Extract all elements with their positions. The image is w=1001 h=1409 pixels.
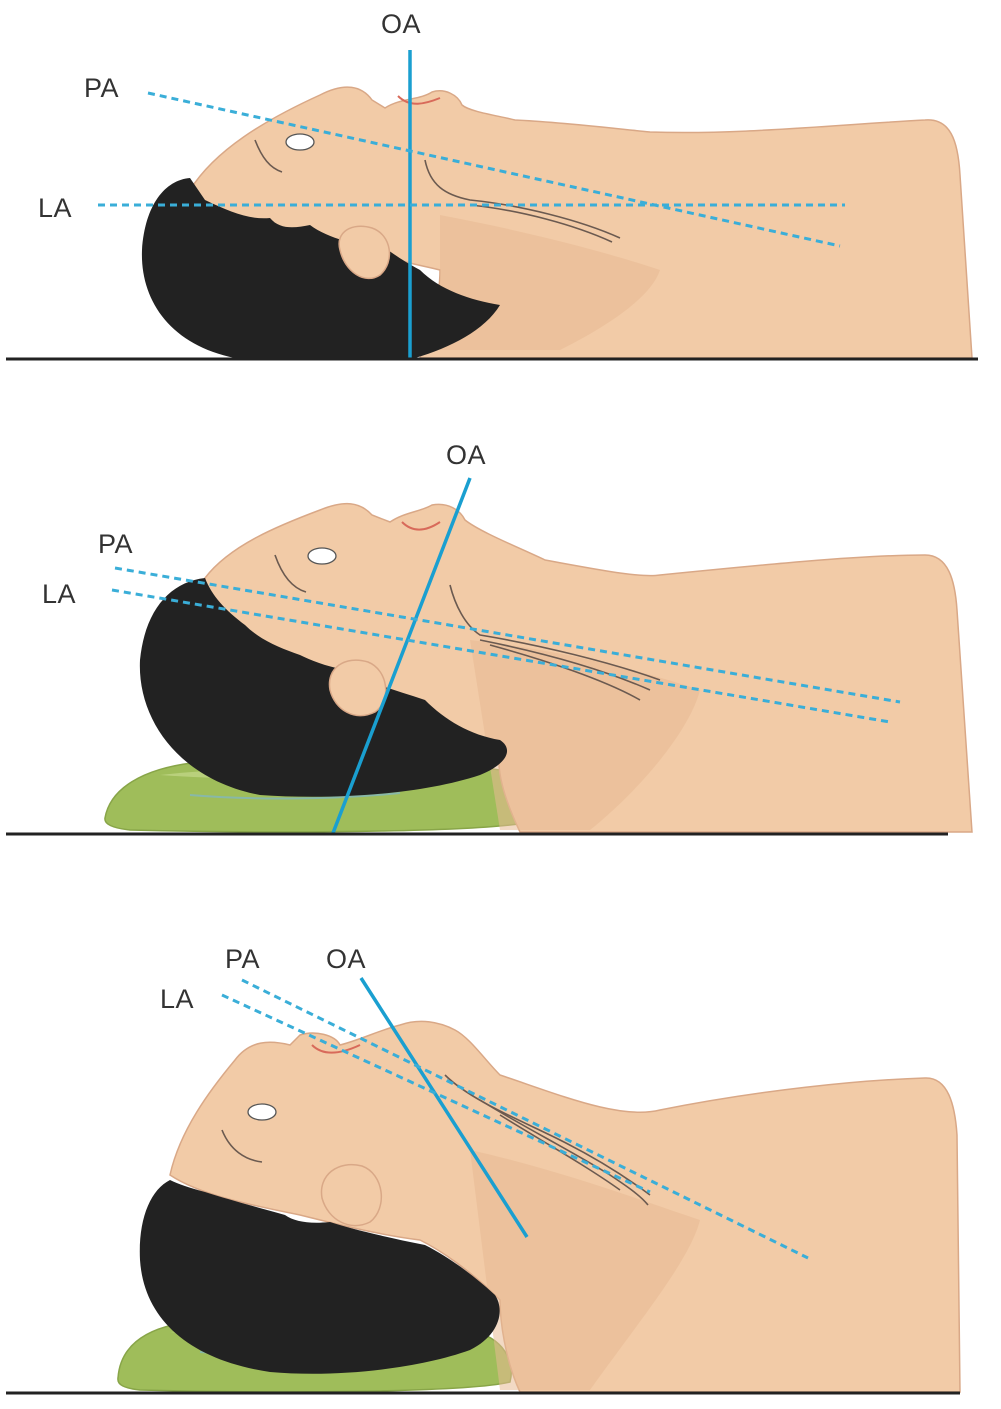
panel-pillow: OA PA LA xyxy=(6,440,972,834)
pa-label: PA xyxy=(98,529,133,559)
oa-label: OA xyxy=(381,9,421,39)
panel-sniffing: PA OA LA xyxy=(6,944,960,1393)
la-label: LA xyxy=(38,193,72,223)
oa-label: OA xyxy=(446,440,486,470)
panel-neutral: OA PA LA xyxy=(6,9,978,359)
la-label: LA xyxy=(160,984,194,1014)
la-label: LA xyxy=(42,579,76,609)
eye xyxy=(248,1104,276,1120)
pa-label: PA xyxy=(225,944,260,974)
oa-label: OA xyxy=(326,944,366,974)
eye xyxy=(286,134,314,150)
pa-label: PA xyxy=(84,73,119,103)
eye xyxy=(308,548,336,564)
